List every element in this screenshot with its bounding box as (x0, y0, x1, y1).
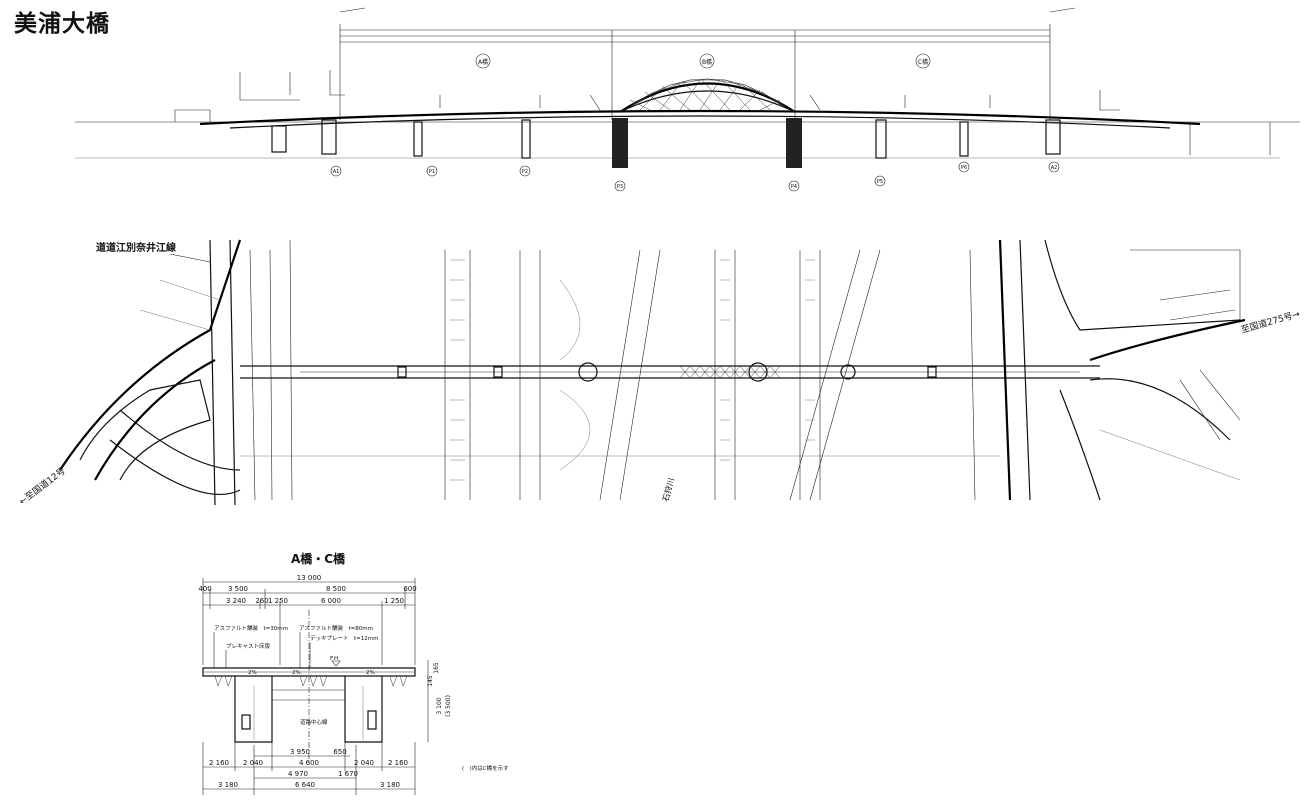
svg-text:400: 400 (198, 585, 211, 593)
elevation-view: A橋 B橋 C橋 (75, 7, 1300, 192)
svg-text:3 950: 3 950 (290, 748, 310, 756)
svg-text:P5: P5 (877, 179, 883, 185)
span-c-label: C橋 (918, 58, 928, 66)
svg-text:(3 500): (3 500) (445, 695, 452, 717)
svg-text:8 500: 8 500 (326, 585, 346, 593)
svg-text:道路中心線: 道路中心線 (300, 718, 328, 726)
svg-text:3 180: 3 180 (380, 781, 400, 789)
elevation-piers (271, 118, 1061, 168)
svg-text:P1: P1 (429, 169, 435, 175)
section-title: A橋・C橋 (291, 551, 346, 566)
span-a-label: A橋 (478, 58, 488, 66)
svg-text:6 000: 6 000 (321, 597, 341, 605)
svg-text:A2: A2 (1051, 165, 1058, 171)
cross-section: A橋・C橋 13 000 400 3 500 8 500 600 3 240 2… (198, 551, 509, 795)
svg-text:3 240: 3 240 (226, 597, 246, 605)
svg-text:A1: A1 (333, 169, 340, 175)
svg-text:アスファルト舗装 t=80mm: アスファルト舗装 t=80mm (299, 624, 373, 632)
svg-text:165: 165 (433, 662, 440, 674)
page-title: 美浦大橋 (14, 11, 110, 37)
svg-text:デッキプレート t=12mm: デッキプレート t=12mm (310, 634, 378, 642)
svg-text:1 670: 1 670 (338, 770, 358, 778)
svg-text:2 160: 2 160 (388, 759, 408, 767)
road-label-right: 至国道275号→ (1240, 307, 1302, 335)
svg-text:P2: P2 (522, 169, 528, 175)
svg-text:3 500: 3 500 (228, 585, 248, 593)
svg-text:145: 145 (427, 675, 434, 687)
span-b-marker (699, 53, 715, 69)
svg-text:3 180: 3 180 (218, 781, 238, 789)
svg-text:2 040: 2 040 (243, 759, 263, 767)
svg-text:600: 600 (403, 585, 416, 593)
section-note: ( )内はC橋を示す (462, 764, 509, 772)
svg-text:P4: P4 (791, 184, 797, 190)
svg-text:260: 260 (255, 597, 268, 605)
svg-text:アスファルト舗装 t=30mm: アスファルト舗装 t=30mm (214, 624, 288, 632)
svg-text:P6: P6 (961, 165, 967, 171)
svg-text:F.H: F.H (330, 656, 338, 662)
svg-text:2%: 2% (292, 670, 301, 676)
plan-view: 道道江別奈井江線 ←至国道12号 至国道275号→ 石狩川 (17, 239, 1302, 508)
svg-text:2 160: 2 160 (209, 759, 229, 767)
svg-text:13 000: 13 000 (297, 574, 322, 582)
span-a-marker (475, 53, 491, 69)
span-c-marker (915, 53, 931, 69)
svg-text:4 600: 4 600 (299, 759, 319, 767)
svg-text:650: 650 (333, 748, 346, 756)
svg-text:2%: 2% (366, 670, 375, 676)
svg-text:P3: P3 (617, 184, 623, 190)
svg-text:6 640: 6 640 (295, 781, 315, 789)
svg-text:1 250: 1 250 (268, 597, 288, 605)
svg-text:プレキャスト床版: プレキャスト床版 (226, 642, 271, 650)
svg-text:3 100: 3 100 (436, 697, 443, 714)
svg-text:2%: 2% (248, 670, 257, 676)
pier-markers: A1 P1 P2 P3 P4 P5 P6 A2 (330, 161, 1060, 192)
road-label-left: ←至国道12号 (17, 465, 68, 508)
span-b-label: B橋 (702, 58, 712, 66)
svg-text:1 250: 1 250 (384, 597, 404, 605)
road-label-top: 道道江別奈井江線 (96, 241, 176, 254)
river-label: 石狩川 (660, 477, 676, 503)
svg-text:2 040: 2 040 (354, 759, 374, 767)
svg-text:4 970: 4 970 (288, 770, 308, 778)
